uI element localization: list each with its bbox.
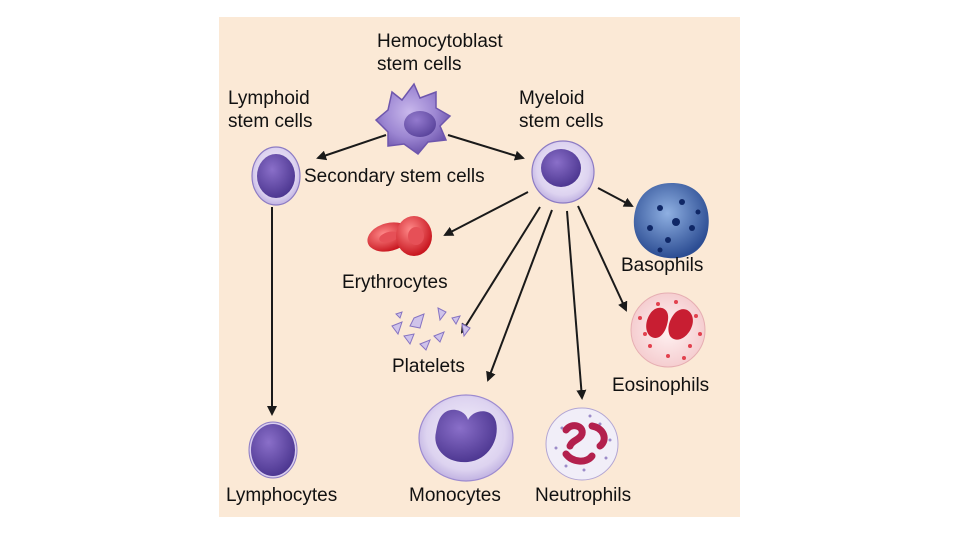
red-blood-cell-icon [367, 216, 432, 256]
lymphocyte-icon [248, 421, 298, 479]
arrow-to-erythrocytes [443, 191, 529, 236]
basophil-icon [633, 182, 709, 259]
eosinophils-label: Eosinophils [612, 375, 710, 396]
arrow-to-eosinophils [577, 205, 628, 312]
myeloid-cell-icon [531, 140, 595, 204]
neutrophils-label: Neutrophils [535, 485, 632, 506]
platelet-icon [391, 307, 471, 351]
erythrocytes-label: Erythrocytes [342, 272, 448, 293]
hemocytoblast-label: Hemocytoblast stem cells [377, 31, 503, 75]
arrow-to-neutrophils [566, 210, 587, 400]
lymphoid-label: Lymphoid stem cells [228, 88, 313, 132]
arrow-to-myeloid [447, 134, 525, 161]
basophils-label: Basophils [621, 255, 704, 276]
monocytes-label: Monocytes [409, 485, 501, 506]
monocyte-icon [418, 394, 514, 482]
eosinophil-icon [630, 292, 706, 368]
neutrophil-icon [545, 407, 619, 481]
platelets-label: Platelets [392, 356, 465, 377]
arrow-to-platelets [460, 206, 541, 334]
lymphocytes-label: Lymphocytes [226, 485, 338, 506]
lymphoid-cell-icon [251, 146, 301, 206]
arrows [267, 134, 634, 416]
arrow-to-lymphoid [316, 134, 387, 161]
myeloid-label: Myeloid stem cells [519, 88, 604, 132]
hemocytoblast-icon [374, 82, 452, 156]
arrow-to-basophils [597, 187, 634, 207]
secondary-stem-cells-label: Secondary stem cells [304, 166, 485, 187]
arrow-to-monocytes [486, 209, 553, 382]
